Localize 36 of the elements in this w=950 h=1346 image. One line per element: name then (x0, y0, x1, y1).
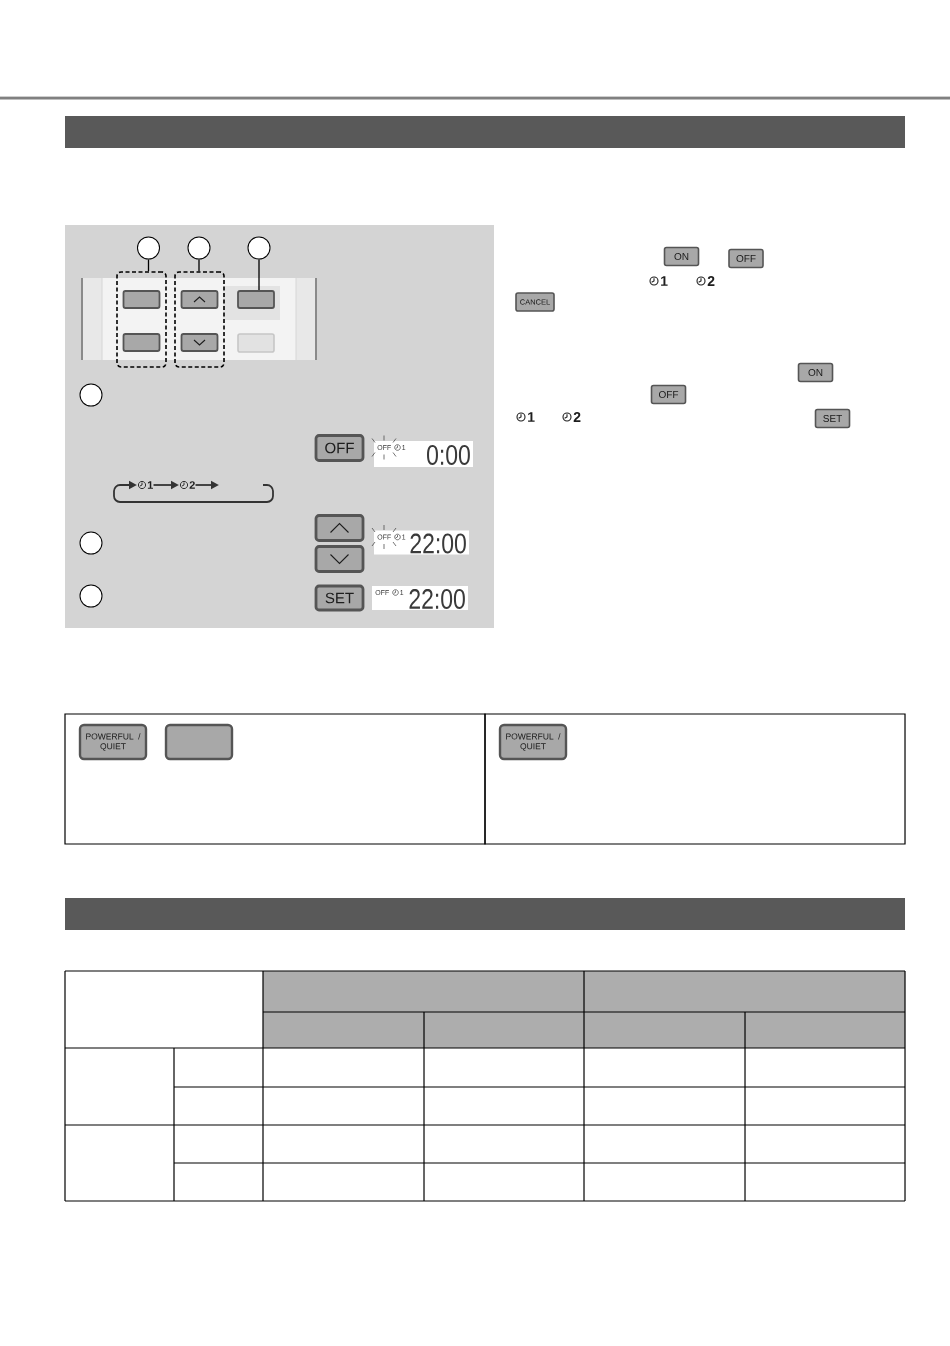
timer-label: 1 (516, 412, 535, 422)
timer-label: 2 (562, 412, 581, 422)
button: OFF (728, 248, 764, 269)
callout-circle (137, 236, 160, 260)
button (122, 290, 161, 309)
loop-arrow (113, 480, 274, 503)
step-circle (79, 531, 103, 555)
leader-line (198, 258, 200, 272)
timer-label: 1 (137, 480, 153, 490)
button: SET (814, 408, 851, 429)
button: SET (314, 584, 365, 612)
timer-label: 1 (649, 276, 668, 286)
button (237, 333, 275, 353)
callout-circle (187, 236, 211, 260)
button (122, 333, 161, 352)
table-cell (64, 713, 486, 845)
timer-label: 2 (696, 276, 715, 286)
button (164, 723, 234, 761)
timer-label: 2 (179, 480, 195, 490)
leader-line (147, 258, 150, 272)
button: POWERFUL / QUIET (78, 723, 148, 761)
button: ON (663, 246, 700, 267)
leader-line (258, 258, 260, 291)
section-bar (65, 898, 905, 930)
button: OFF (650, 384, 687, 405)
dashed-outline (116, 271, 167, 368)
button (237, 290, 275, 309)
table-cell (484, 713, 906, 845)
step-circle (79, 383, 103, 407)
dashed-outline (174, 271, 225, 368)
button: OFF (314, 434, 365, 462)
callout-circle (247, 236, 271, 260)
button: ON (797, 362, 834, 383)
button: POWERFUL / QUIET (498, 723, 568, 761)
step-circle (79, 584, 103, 608)
section-bar (65, 116, 905, 148)
